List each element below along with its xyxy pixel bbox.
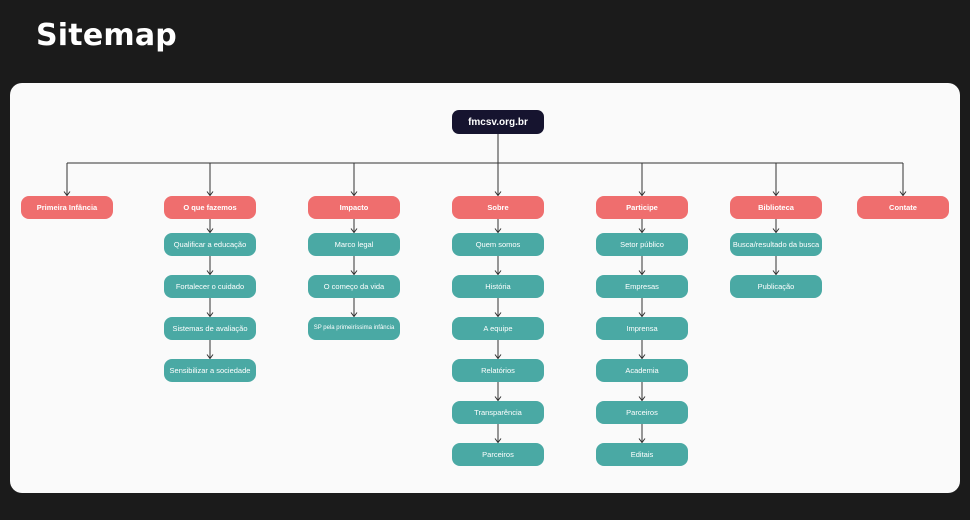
connector-lines — [63, 134, 907, 444]
page-node: A equipe — [452, 316, 544, 340]
page-node: Quem somos — [452, 232, 544, 256]
page-node: Publicação — [730, 274, 822, 298]
page-node: Busca/resultado da busca — [730, 232, 822, 256]
page-node: Imprensa — [596, 316, 688, 340]
root-node: fmcsv.org.br — [452, 110, 544, 134]
section-node: Primeira Infância — [21, 195, 113, 219]
page-node: Fortalecer o cuidado — [164, 274, 256, 298]
page-node: O começo da vida — [308, 274, 400, 298]
section-node: Contate — [857, 195, 949, 219]
page-node: SP pela primeiríssima infância — [308, 316, 400, 340]
page-node: Editais — [596, 442, 688, 466]
section-node: Impacto — [308, 195, 400, 219]
page-node: Relatórios — [452, 358, 544, 382]
page-node: Academia — [596, 358, 688, 382]
page-node: Sensibilizar a sociedade — [164, 358, 256, 382]
page-node: Setor público — [596, 232, 688, 256]
page-title: Sitemap — [36, 18, 177, 53]
section-node: Participe — [596, 195, 688, 219]
section-node: O que fazemos — [164, 195, 256, 219]
page-node: Parceiros — [596, 400, 688, 424]
section-node: Biblioteca — [730, 195, 822, 219]
page-node: História — [452, 274, 544, 298]
page-node: Marco legal — [308, 232, 400, 256]
page-node: Sistemas de avaliação — [164, 316, 256, 340]
page-node: Transparência — [452, 400, 544, 424]
page-node: Empresas — [596, 274, 688, 298]
section-node: Sobre — [452, 195, 544, 219]
page-node: Qualificar a educação — [164, 232, 256, 256]
page-node: Parceiros — [452, 442, 544, 466]
